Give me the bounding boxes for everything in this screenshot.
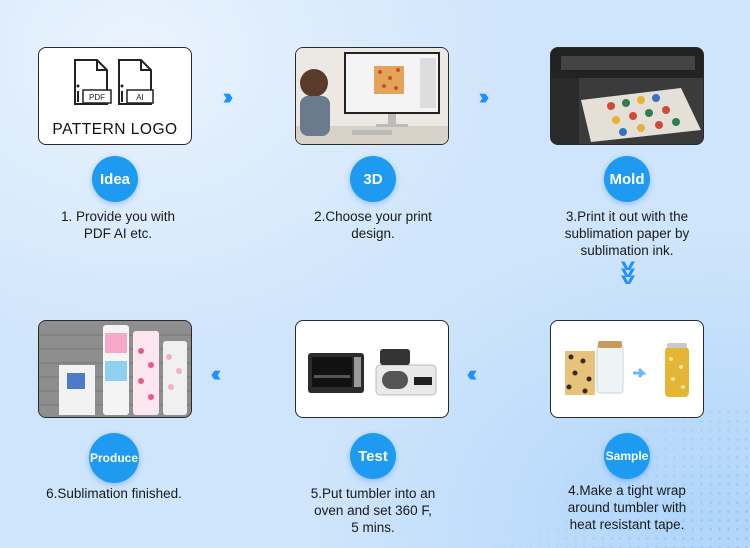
- card-finished-tumblers: [38, 320, 192, 418]
- card-printer-photo: [550, 47, 704, 145]
- badge-mold: Mold: [604, 156, 650, 202]
- pdf-label: PDF: [89, 93, 105, 102]
- card-oven-press: [295, 320, 449, 418]
- ai-file-icon: [118, 59, 154, 105]
- pdf-file-icon: [74, 59, 112, 105]
- pattern-logo-text: PATTERN LOGO: [52, 121, 178, 138]
- badge-produce: Produce: [89, 433, 139, 483]
- card-designer-photo: [295, 47, 449, 145]
- printer-illustration: [551, 48, 703, 144]
- caption-step-6: 6.Sublimation finished.: [46, 486, 182, 501]
- tumblers-illustration: [39, 321, 191, 417]
- ai-label: AI: [136, 93, 144, 102]
- file-icons: PDF AI: [74, 59, 154, 105]
- badge-3d: 3D: [350, 156, 396, 202]
- designer-illustration: [296, 48, 448, 144]
- badge-test: Test: [350, 433, 396, 479]
- oven-illustration: [308, 349, 437, 396]
- badge-idea: Idea: [92, 156, 138, 202]
- badge-sample: Sample: [604, 433, 650, 479]
- tumbler-illustration: [565, 341, 689, 397]
- card-pattern-logo: PDF AI PATTERN LOGO: [38, 47, 192, 145]
- card-tumbler-wrap: [550, 320, 704, 418]
